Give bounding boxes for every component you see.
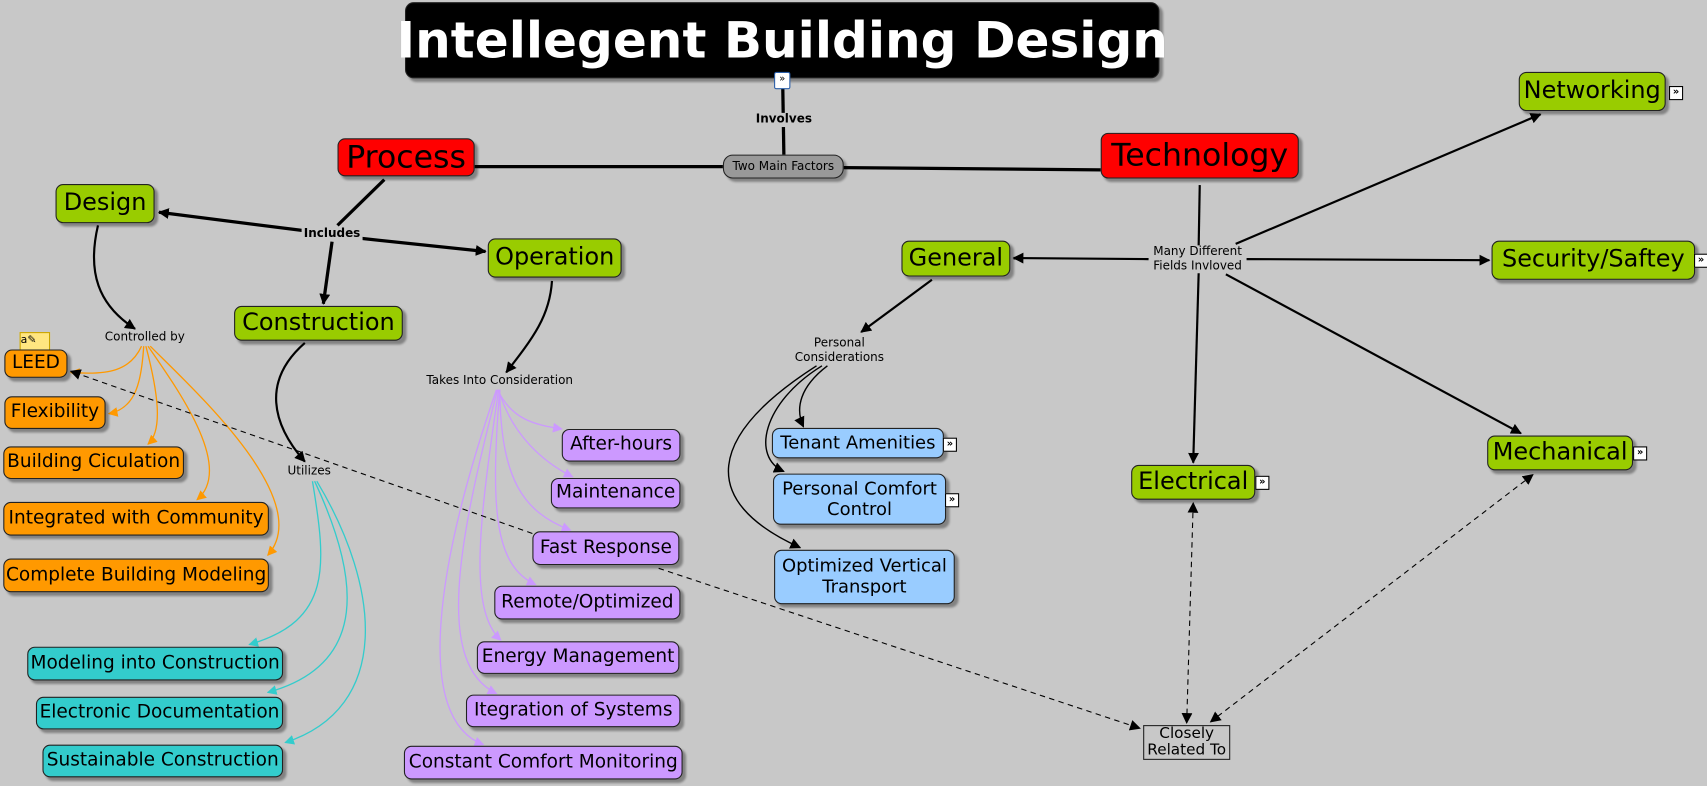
personal-comfort-control-node[interactable]: Personal Comfort Control [772, 473, 947, 525]
closely-related-to-node[interactable]: Closely Related To [1143, 725, 1231, 760]
edge-electrical-closely [1181, 501, 1199, 724]
edge-personal-vertical [727, 365, 817, 549]
edge-operation-takes [505, 280, 554, 374]
edge-utilizes-modeling [248, 481, 322, 647]
edge-mechanical-closely [1209, 474, 1534, 723]
tenant-amenities-node[interactable]: Tenant Amenities [771, 427, 944, 459]
leed-node[interactable]: LEED [4, 349, 68, 378]
expand-icon[interactable]: » [944, 493, 960, 508]
technology-node[interactable]: Technology [1100, 132, 1299, 179]
edge-construction-utilizes [275, 342, 306, 463]
energy-management-node[interactable]: Energy Management [476, 641, 680, 674]
networking-node[interactable]: Networking [1518, 71, 1666, 112]
link-utilizes: Utilizes [285, 464, 334, 479]
edge-controlled-leed [69, 345, 143, 378]
edge-fields-security [1246, 254, 1491, 266]
process-node[interactable]: Process [337, 138, 475, 177]
edge-controlled-flexibility [107, 346, 145, 417]
edge-takes-maintenance [497, 389, 574, 478]
edge-fields-electrical [1188, 273, 1200, 464]
edge-fastresponse-leed [69, 369, 533, 534]
edge-includes-construction [319, 241, 334, 305]
edge-takes-constant [439, 389, 498, 747]
general-node[interactable]: General [901, 240, 1011, 277]
edge-personal-tenant [794, 365, 828, 428]
edge-technology-fields [1197, 185, 1201, 247]
flexibility-node[interactable]: Flexibility [4, 396, 106, 429]
fast-response-node[interactable]: Fast Response [532, 531, 680, 566]
note-icon[interactable]: a✎ [19, 332, 51, 351]
mechanical-node[interactable]: Mechanical [1487, 435, 1634, 471]
title-node[interactable]: Intellegent Building Design [397, 2, 1168, 79]
link-many-fields: Many Different Fields Invloved [1151, 244, 1245, 273]
remote-optimized-node[interactable]: Remote/Optimized [494, 585, 681, 620]
edge-utilizes-sustainable [284, 480, 367, 745]
edge-takes-afterhours [496, 389, 563, 433]
edge-includes-design [157, 208, 306, 233]
electronic-documentation-node[interactable]: Electronic Documentation [35, 696, 284, 730]
electrical-node[interactable]: Electrical [1131, 464, 1256, 500]
sustainable-construction-node[interactable]: Sustainable Construction [42, 744, 284, 778]
expand-icon[interactable]: » [1694, 253, 1707, 268]
maintenance-node[interactable]: Maintenance [550, 477, 681, 509]
edge-process-includes [336, 178, 386, 227]
link-includes: Includes [301, 226, 363, 241]
design-node[interactable]: Design [55, 183, 155, 224]
link-personal-considerations: Personal Considerations [792, 336, 887, 365]
edge-fastresponse-closely [658, 567, 1141, 731]
after-hours-node[interactable]: After-hours [561, 428, 681, 462]
building-circulation-node[interactable]: Building Ciculation [3, 446, 184, 480]
complete-building-modeling-node[interactable]: Complete Building Modeling [3, 558, 269, 593]
two-main-factors-node[interactable]: Two Main Factors [722, 154, 844, 179]
document-icon[interactable]: » [774, 71, 791, 90]
security-safety-node[interactable]: Security/Saftey [1491, 240, 1696, 280]
edge-personal-comfort [765, 365, 823, 473]
operation-node[interactable]: Operation [487, 238, 622, 278]
edge-fields-networking [1235, 113, 1542, 245]
expand-icon[interactable]: » [1633, 446, 1648, 461]
edge-takes-remote [494, 389, 537, 586]
edge-fields-mechanical [1225, 273, 1522, 435]
edge-takes-integration [457, 389, 499, 695]
edge-controlled-modeling [149, 345, 280, 557]
edge-factors-technology [843, 166, 1101, 172]
edge-takes-energy [479, 389, 502, 641]
edge-includes-operation [361, 236, 487, 256]
expand-icon[interactable]: » [1255, 475, 1270, 490]
edge-controlled-circulation [145, 346, 159, 445]
expand-icon[interactable]: » [1668, 86, 1684, 101]
edge-design-controlled [92, 225, 136, 330]
link-involves: Involves [753, 112, 815, 127]
optimized-vertical-transport-node[interactable]: Optimized Vertical Transport [774, 549, 955, 605]
link-takes-into-consideration: Takes Into Consideration [424, 373, 576, 388]
edge-controlled-community [147, 345, 210, 501]
modeling-construction-node[interactable]: Modeling into Construction [27, 646, 284, 681]
edge-takes-fastresponse [499, 389, 572, 532]
edge-general-personal [860, 278, 933, 333]
construction-node[interactable]: Construction [234, 305, 403, 341]
constant-comfort-monitoring-node[interactable]: Constant Comfort Monitoring [403, 745, 683, 780]
edge-utilizes-documentation [266, 480, 348, 695]
integration-systems-node[interactable]: Itegration of Systems [465, 694, 681, 728]
link-controlled-by: Controlled by [102, 330, 188, 345]
integrated-community-node[interactable]: Integrated with Community [3, 501, 269, 536]
edge-fields-general [1012, 252, 1149, 264]
expand-icon[interactable]: » [942, 437, 957, 452]
